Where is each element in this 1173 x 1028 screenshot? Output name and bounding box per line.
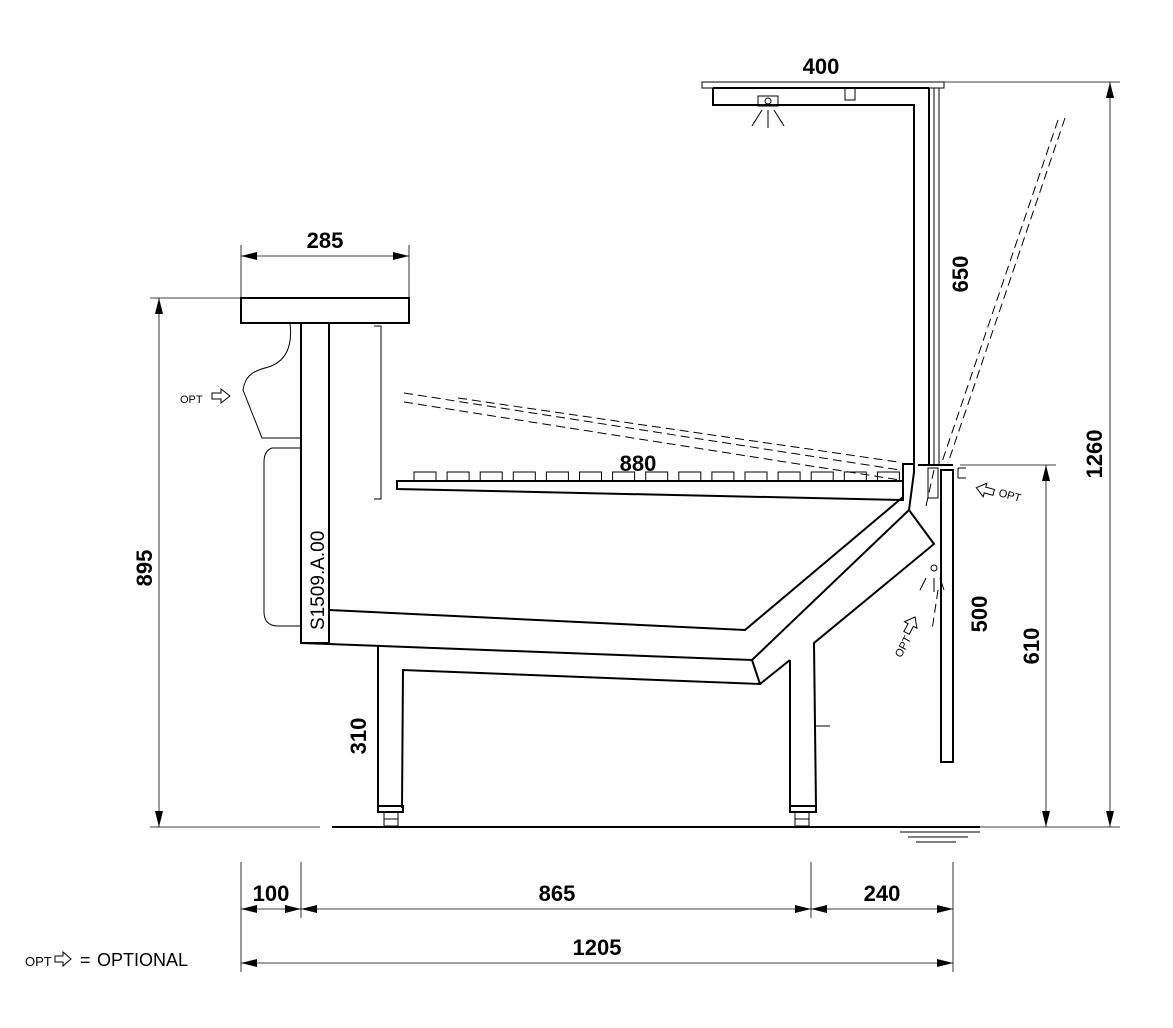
shelf-bracket bbox=[374, 325, 382, 500]
deck-product-block bbox=[744, 471, 768, 482]
front-leg bbox=[377, 805, 404, 827]
floor-line bbox=[332, 826, 980, 843]
deck-product-block bbox=[777, 471, 801, 482]
dim-canopy-depth-label: 400 bbox=[803, 54, 840, 79]
deck-product-block bbox=[711, 471, 735, 482]
dim-rear-panel-height-label: 500 bbox=[967, 596, 992, 633]
main-body bbox=[300, 463, 936, 809]
dim-rear-height-label: 610 bbox=[1019, 628, 1044, 665]
dim-canopy-height-label: 650 bbox=[948, 256, 973, 293]
deck-product-block bbox=[479, 471, 503, 482]
deck-product-block bbox=[413, 471, 437, 482]
deck-product-block bbox=[579, 471, 602, 482]
deck-product-block bbox=[446, 471, 470, 482]
deck-product-block bbox=[678, 471, 702, 482]
dim-rear-depth-label: 240 bbox=[864, 881, 901, 906]
deck-product-block bbox=[545, 471, 569, 482]
display-deck bbox=[396, 471, 904, 502]
dim-display-deck-label: 880 bbox=[620, 451, 657, 476]
rear-panel bbox=[918, 464, 954, 763]
legend-marker: OPT bbox=[25, 954, 52, 969]
dim-base-depth bbox=[301, 905, 811, 913]
svg-text:OPT: OPT bbox=[997, 487, 1022, 505]
deck-product-block bbox=[843, 471, 867, 482]
dim-base-depth-label: 865 bbox=[539, 881, 576, 906]
canopy-light-icon bbox=[751, 95, 785, 128]
svg-text:OPT: OPT bbox=[893, 634, 914, 660]
legend-arrow-icon bbox=[54, 950, 72, 968]
canopy bbox=[701, 81, 945, 465]
optional-marker-rear: OPT bbox=[975, 482, 1022, 505]
dim-leg-height-label: 310 bbox=[346, 718, 371, 755]
front-optional-panels bbox=[242, 322, 301, 627]
lower-light-icon bbox=[919, 564, 945, 631]
legend: OPT = OPTIONAL bbox=[25, 950, 188, 970]
dim-total-height-label: 1260 bbox=[1082, 430, 1107, 479]
dim-rear-depth bbox=[811, 905, 953, 913]
dim-front-height-label: 895 bbox=[132, 550, 157, 587]
dim-total-depth-label: 1205 bbox=[573, 935, 622, 960]
dim-total-height bbox=[940, 81, 1120, 828]
rear-optional-details bbox=[919, 467, 966, 631]
dim-total-depth bbox=[241, 959, 953, 967]
deck-product-block bbox=[645, 471, 669, 482]
legend-meaning: OPTIONAL bbox=[97, 950, 188, 970]
dim-front-height bbox=[150, 297, 320, 828]
svg-text:OPT: OPT bbox=[180, 394, 203, 406]
deck-product-block bbox=[612, 471, 636, 482]
dim-top-shelf-depth bbox=[240, 245, 410, 298]
deck-product-block bbox=[512, 471, 536, 482]
dim-top-shelf-depth-label: 285 bbox=[307, 228, 344, 253]
rear-leg bbox=[789, 805, 817, 827]
deck-product-block bbox=[810, 471, 834, 482]
dim-front-overhang bbox=[241, 905, 301, 913]
legend-equals: = bbox=[80, 950, 91, 970]
optional-marker-front: OPT bbox=[180, 387, 231, 406]
dim-front-overhang-label: 100 bbox=[253, 881, 290, 906]
rear-glass-open-dashed bbox=[941, 117, 1066, 464]
dim-rear-height bbox=[960, 464, 1056, 827]
optional-marker-lower: OPT bbox=[893, 616, 918, 660]
drawing-code: S1509.A.00 bbox=[308, 531, 329, 630]
tilted-deck-dashed bbox=[403, 392, 901, 481]
